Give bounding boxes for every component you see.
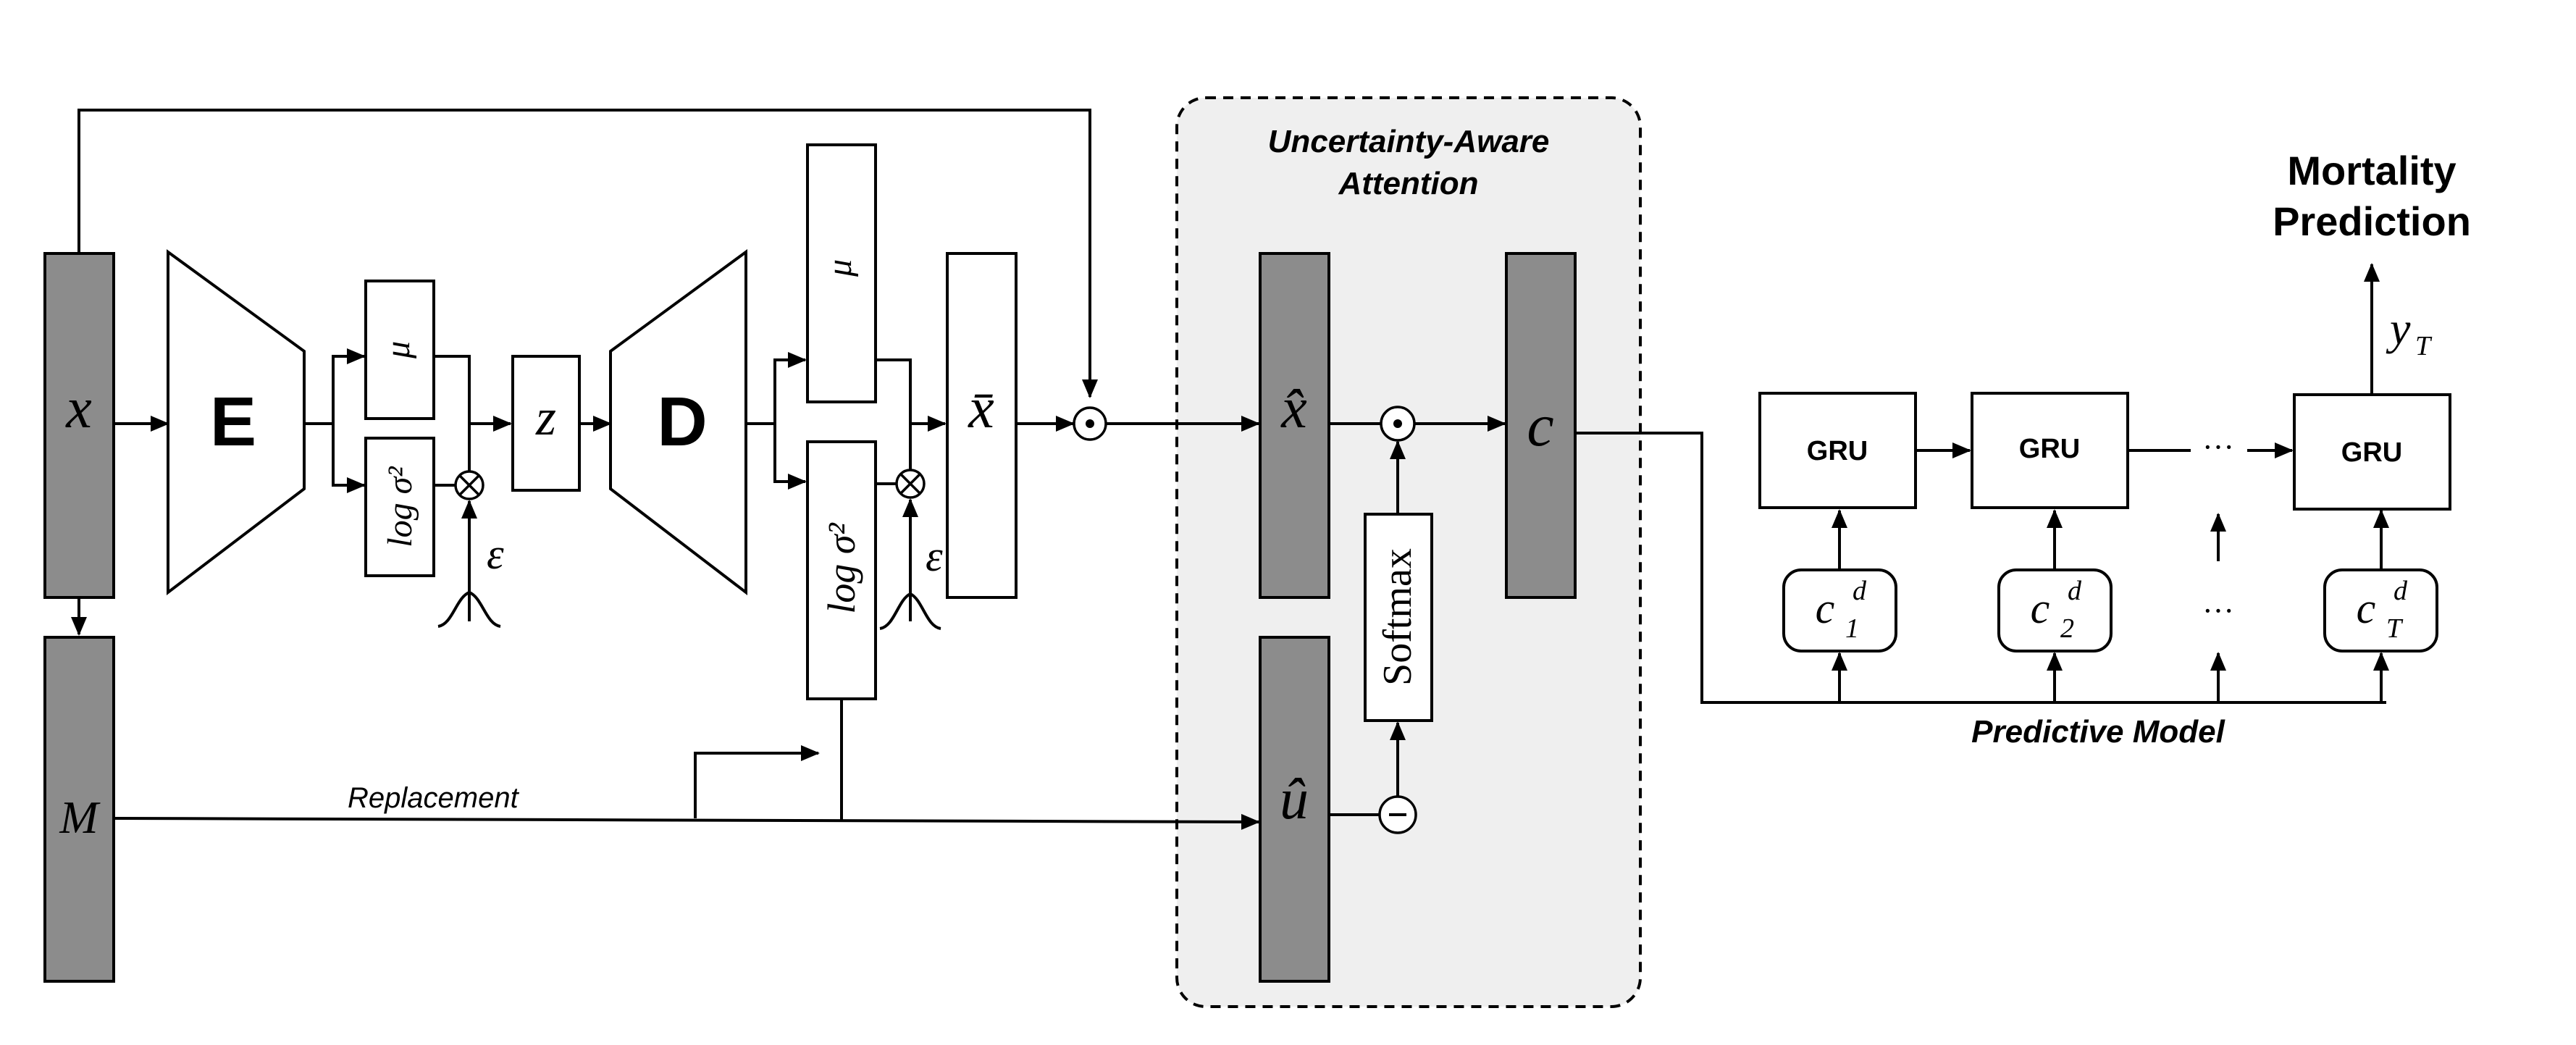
decoder-mu-to-xbar-line bbox=[876, 358, 947, 432]
mask-to-odot-line bbox=[694, 745, 820, 818]
input-cd-2-box bbox=[1997, 568, 2113, 652]
encoder-mu-label: μ bbox=[379, 341, 417, 359]
mask-m-block bbox=[43, 636, 115, 983]
input-x-label: x bbox=[65, 377, 92, 440]
decoder-to-logvar-arrow bbox=[773, 424, 807, 490]
decoder-label: D bbox=[657, 383, 707, 461]
softmax-box bbox=[1364, 513, 1433, 722]
input-cd-2-sub: 2 bbox=[2060, 613, 2074, 644]
uhat-block bbox=[1259, 636, 1330, 983]
input-x-block bbox=[43, 252, 115, 599]
output-title-line1: Mortality bbox=[2287, 148, 2456, 193]
gru-chain-ellipsis: ··· bbox=[2202, 429, 2234, 465]
decoder-block bbox=[609, 249, 747, 596]
attention-odot-dot bbox=[1393, 419, 1402, 428]
xhat-label: x̂ bbox=[1280, 377, 1307, 440]
input-cd-2: c d 2 bbox=[1997, 568, 2113, 652]
input-cd-1-sub: 1 bbox=[1845, 613, 1859, 644]
input-cd-2-base: c bbox=[2031, 584, 2050, 632]
encoder-logvar-label: log σ² bbox=[381, 466, 419, 547]
input-cd-3-box bbox=[2323, 568, 2438, 652]
mu-to-z-line bbox=[434, 355, 512, 432]
encoder-to-mu-arrow bbox=[332, 348, 366, 424]
input-cd-1: c d 1 bbox=[1782, 568, 1897, 652]
output-y-subscript: T bbox=[2415, 331, 2433, 361]
xhat-block bbox=[1259, 252, 1330, 599]
input-cd-1-sup: d bbox=[1853, 576, 1867, 606]
output-title-line2: Prediction bbox=[2273, 198, 2471, 244]
input-ellipsis: ··· bbox=[2202, 593, 2234, 629]
encoder-to-logvar-arrow bbox=[332, 424, 366, 493]
decoder-mu-box bbox=[806, 143, 877, 403]
context-c-block bbox=[1505, 252, 1577, 599]
output-y-label: y bbox=[2386, 303, 2411, 354]
input-cd-3-base: c bbox=[2357, 584, 2376, 632]
input-cd-3-sub: T bbox=[2386, 613, 2404, 644]
gru-cell-3-label: GRU bbox=[2341, 437, 2402, 468]
input-cd-3-text: c bbox=[2357, 584, 2376, 632]
input-cd-3-sup: d bbox=[2394, 576, 2408, 606]
decoder-mu-label: μ bbox=[821, 259, 859, 277]
decoder-otimes-cross-b bbox=[899, 473, 921, 495]
attention-title-line2: Attention bbox=[1338, 166, 1478, 201]
predictive-model-label: Predictive Model bbox=[1971, 714, 2225, 750]
gru-cell-2 bbox=[1971, 392, 2129, 509]
reconstruction-xbar-box bbox=[946, 252, 1018, 599]
gru-cell-2-label: GRU bbox=[2019, 434, 2080, 464]
decoder-logvar-box bbox=[806, 440, 877, 700]
context-to-predictive-bus bbox=[1575, 432, 2386, 704]
gru-cell-1-label: GRU bbox=[1807, 436, 1868, 466]
softmax-label: Softmax bbox=[1375, 548, 1420, 686]
encoder-logvar-box bbox=[364, 437, 435, 577]
mask-m-label: M bbox=[59, 792, 101, 843]
decoder-gaussian-icon bbox=[879, 592, 941, 630]
gaussian-icon bbox=[437, 590, 501, 628]
input-cd-1-text: c bbox=[1816, 584, 1835, 632]
encoder-epsilon-label: ε bbox=[487, 530, 504, 578]
attention-title-line1: Uncertainty-Aware bbox=[1268, 124, 1550, 159]
left-odot-dot bbox=[1086, 419, 1094, 428]
context-c-label: c bbox=[1527, 392, 1553, 459]
input-cd-2-sup: d bbox=[2068, 576, 2082, 606]
decoder-to-mu-arrow bbox=[773, 352, 807, 424]
input-cd-1-base: c bbox=[1816, 584, 1835, 632]
replacement-arrow bbox=[113, 813, 1260, 830]
gru-cell-1 bbox=[1758, 392, 1917, 509]
decoder-logvar-label: log σ² bbox=[820, 523, 863, 614]
otimes-cross-b bbox=[458, 474, 480, 496]
x-skip-connection bbox=[77, 109, 1098, 398]
input-cd-1-box bbox=[1782, 568, 1897, 652]
replacement-label: Replacement bbox=[348, 782, 520, 814]
uhat-label: û bbox=[1280, 768, 1309, 831]
encoder-label: E bbox=[210, 383, 256, 461]
input-cd-3: c d T bbox=[2323, 568, 2438, 652]
encoder-mu-box bbox=[364, 280, 435, 420]
decoder-epsilon-label: ε bbox=[926, 532, 943, 580]
encoder-block bbox=[167, 249, 306, 596]
reconstruction-xbar-label: x̄ bbox=[968, 377, 994, 440]
latent-z-label: z bbox=[535, 388, 556, 446]
input-cd-2-text: c bbox=[2031, 584, 2050, 632]
